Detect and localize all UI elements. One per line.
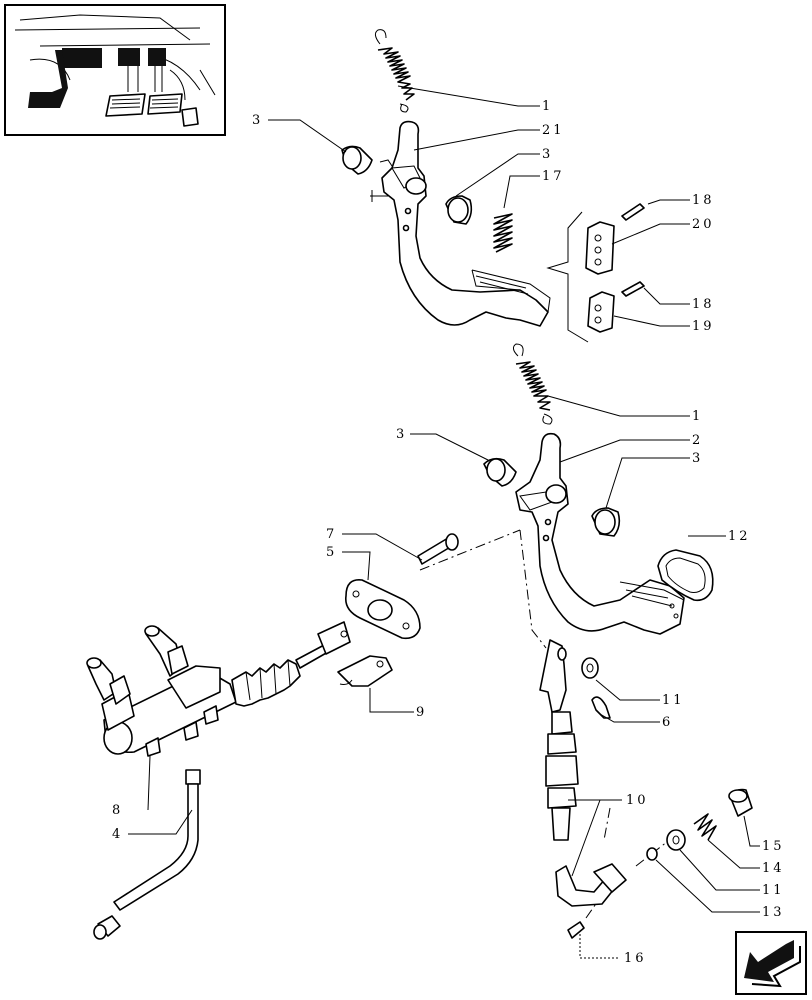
cap-15 (728, 788, 753, 817)
bushing-upper-right (445, 195, 473, 225)
callout-3-lower-right: 3 (692, 451, 703, 466)
bushing-lower-right (591, 507, 621, 537)
callout-20: 20 (692, 217, 715, 232)
callout-11-b: 11 (762, 883, 785, 898)
washer-11-lower (666, 829, 686, 851)
callout-3-upper-right: 3 (542, 147, 553, 162)
return-spring-upper (374, 29, 415, 113)
leader-lines (128, 85, 760, 959)
bushing-lower-left (483, 457, 517, 487)
ring-13 (646, 847, 658, 861)
callout-17: 17 (542, 169, 565, 184)
callout-15: 15 (762, 839, 785, 854)
callout-13: 13 (762, 905, 785, 920)
callout-21: 21 (542, 123, 565, 138)
upper-brake-pedal-assembly (341, 29, 551, 327)
callout-3-upper-left: 3 (252, 113, 263, 128)
pedal-arm-lower (515, 432, 685, 635)
clevis-9 (337, 655, 393, 687)
spring-14 (693, 813, 717, 841)
tractor-pedal-locator-icon (4, 4, 226, 136)
callout-2: 2 (692, 433, 703, 448)
washer-11-upper (581, 657, 599, 679)
master-cylinder-group (86, 529, 753, 940)
return-spring-lower (512, 343, 553, 425)
callout-18-a: 18 (692, 193, 715, 208)
flange-plate-5 (344, 579, 421, 640)
actuator-rod-10 (539, 639, 627, 907)
bolt-7 (417, 533, 459, 565)
callout-11-a: 11 (662, 693, 685, 708)
callout-14: 14 (762, 861, 785, 876)
callout-1-lower: 1 (692, 409, 703, 424)
next-page-arrow-icon[interactable] (735, 931, 807, 995)
callout-4: 4 (112, 827, 123, 842)
callout-16: 16 (624, 951, 647, 966)
lower-clutch-pedal-assembly (483, 343, 714, 635)
callout-8: 8 (112, 803, 123, 818)
callout-5: 5 (326, 545, 337, 560)
pedal-arm-upper (381, 120, 549, 327)
bolt-16 (567, 921, 585, 939)
callout-labels: 1 21 3 17 3 18 20 18 19 1 2 3 3 12 7 5 1… (112, 99, 785, 966)
callout-6: 6 (662, 715, 673, 730)
callout-3-lower-left: 3 (396, 427, 407, 442)
master-cylinder-8 (86, 621, 351, 757)
pad-bracket-group (546, 203, 645, 343)
callout-18-b: 18 (692, 297, 715, 312)
callout-10: 10 (626, 793, 649, 808)
bushing-upper-left (341, 145, 373, 175)
spring-17 (493, 213, 513, 253)
callout-9: 9 (416, 705, 427, 720)
brake-pipe-4 (93, 769, 201, 940)
pedal-pad-12 (657, 549, 714, 602)
callout-1-upper: 1 (542, 99, 553, 114)
callout-19: 19 (692, 319, 715, 334)
callout-7: 7 (326, 527, 337, 542)
callout-12: 12 (728, 529, 751, 544)
